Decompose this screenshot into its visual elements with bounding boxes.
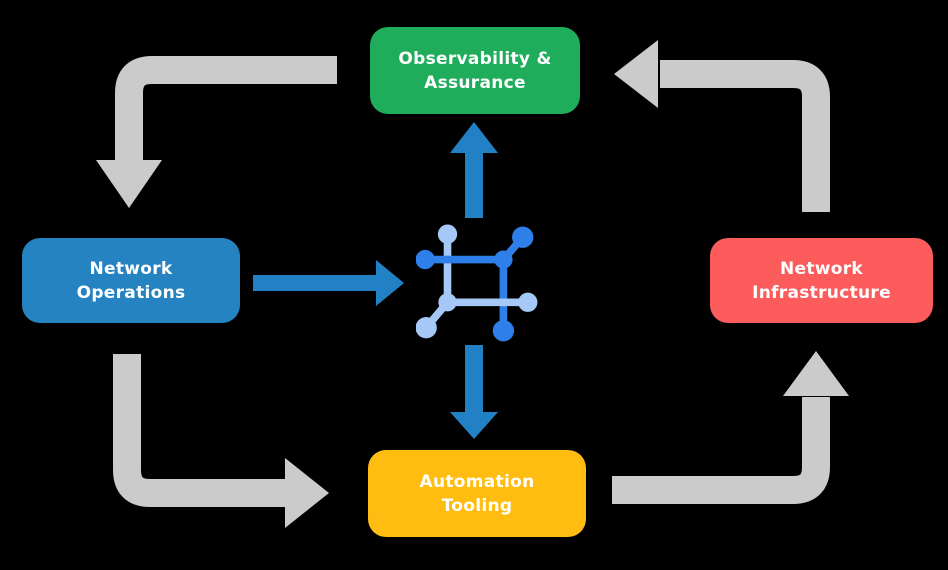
- node-automation-tooling-label: Automation Tooling: [419, 471, 535, 516]
- arrow-operations-to-automation: [113, 354, 329, 528]
- node-observability: Observability & Assurance: [370, 27, 580, 114]
- arrow-operations-to-center: [253, 260, 404, 306]
- arrow-automation-to-infrastructure: [612, 351, 849, 504]
- node-network-infrastructure: Network Infrastructure: [710, 238, 933, 323]
- arrow-center-to-observability: [450, 122, 498, 218]
- arrow-infrastructure-to-observability: [614, 40, 830, 212]
- node-automation-tooling: Automation Tooling: [368, 450, 586, 537]
- arrow-observability-to-operations: [96, 56, 337, 208]
- node-network-operations: Network Operations: [22, 238, 240, 323]
- node-network-infrastructure-label: Network Infrastructure: [752, 258, 891, 303]
- network-mesh-icon: [416, 224, 538, 342]
- arrow-center-to-automation: [450, 345, 498, 439]
- node-observability-label: Observability & Assurance: [398, 48, 552, 93]
- node-network-operations-label: Network Operations: [76, 258, 186, 303]
